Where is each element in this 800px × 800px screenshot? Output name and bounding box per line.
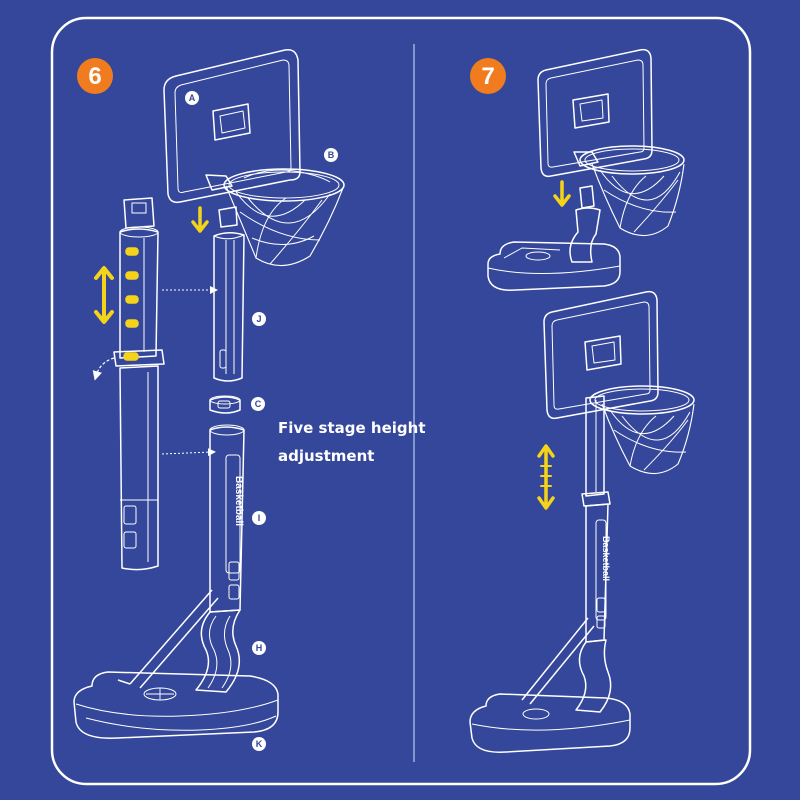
height-button	[125, 247, 139, 256]
rotate-arrow-icon	[92, 357, 115, 381]
part-label-a: A	[185, 91, 199, 105]
height-button	[125, 271, 139, 280]
svg-text:B: B	[328, 150, 335, 160]
svg-text:H: H	[256, 643, 263, 653]
step-7-number: 7	[481, 63, 494, 90]
connector-cap	[209, 395, 241, 414]
part-label-b: B	[324, 148, 338, 162]
weighted-base	[73, 671, 279, 739]
part-label-i: I	[252, 511, 266, 525]
instruction-frame	[50, 16, 752, 786]
svg-text:K: K	[256, 739, 263, 749]
height-adjust-arrow-icon	[94, 266, 114, 324]
height-adjustment-caption: Five stage height adjustment	[278, 414, 426, 470]
step-6-badge: 6	[77, 58, 113, 94]
height-button	[125, 295, 139, 304]
telescopic-pole-section	[113, 197, 165, 571]
curved-post	[195, 609, 241, 693]
middle-pole: Basketball	[209, 424, 245, 613]
backboard	[163, 48, 301, 204]
hoop-rim-net	[205, 168, 345, 267]
part-label-c: C	[251, 397, 265, 411]
caption-line-1: Five stage height	[278, 419, 426, 437]
step-7-assembled-illustration: Basketball	[469, 290, 695, 753]
part-label-k: K	[252, 737, 266, 751]
step-7-badge: 7	[470, 58, 506, 94]
height-adjust-arrow-icon	[537, 444, 555, 510]
part-label-j: J	[252, 312, 266, 326]
insert-arrow-icon	[553, 180, 571, 207]
step-7-top-illustration	[487, 48, 685, 291]
caption-line-2: adjustment	[278, 447, 375, 465]
step-6-illustration: Basketball	[73, 48, 345, 739]
pole-brand-text: Basketball	[601, 536, 611, 581]
svg-text:J: J	[256, 314, 261, 324]
step-6-number: 6	[88, 63, 101, 90]
upper-pole	[213, 206, 245, 382]
alignment-guides	[161, 286, 218, 457]
insert-arrow-icon	[191, 206, 209, 233]
svg-text:I: I	[258, 513, 261, 523]
part-label-h: H	[252, 641, 266, 655]
height-button-row	[123, 247, 139, 361]
part-labels: A B J C I H K	[185, 91, 338, 751]
height-button	[125, 319, 139, 328]
svg-text:A: A	[189, 93, 196, 103]
height-button	[123, 352, 139, 361]
svg-text:C: C	[255, 399, 262, 409]
pole-brand-text: Basketball	[233, 476, 244, 526]
